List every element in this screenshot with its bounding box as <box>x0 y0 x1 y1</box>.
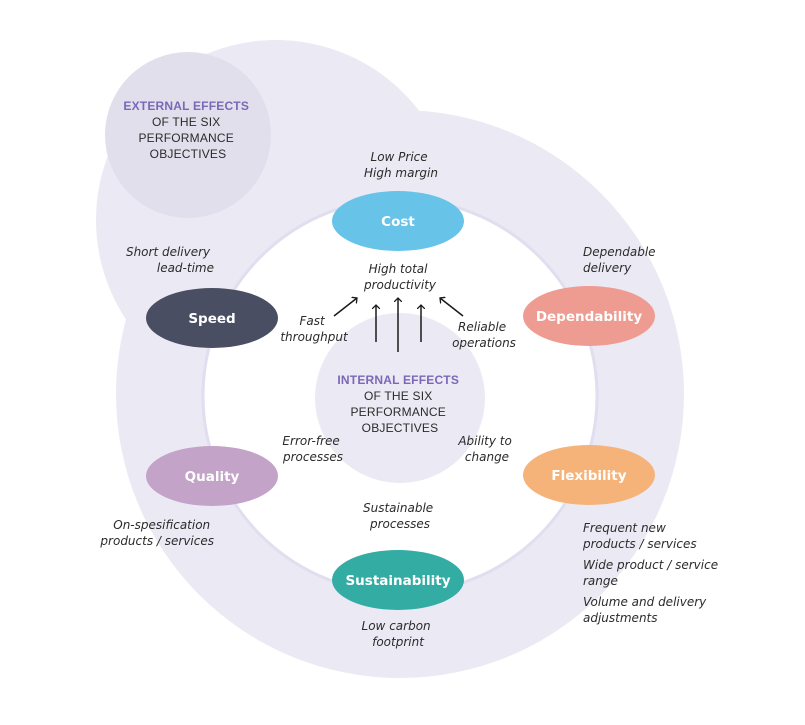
internal-effect-quality-line-2: processes <box>282 450 343 464</box>
objective-dependability: Dependability <box>523 286 655 346</box>
external-effects-circle <box>105 52 271 218</box>
internal-effect-speed: Fast throughput <box>280 314 349 344</box>
internal-effect-flexibility-line-2: change <box>465 450 509 464</box>
external-effect-speed-line-2: lead-time <box>157 261 214 275</box>
external-effect-flexibility-3-line-2: adjustments <box>583 611 658 625</box>
objective-quality: Quality <box>146 446 278 506</box>
internal-effects-circle <box>315 313 485 483</box>
cost-node <box>332 191 464 251</box>
internal-effect-speed-line-2: throughput <box>280 330 349 344</box>
objective-flexibility: Flexibility <box>523 445 655 505</box>
internal-title-line-3: PERFORMANCE <box>350 405 446 419</box>
sustainability-label: Sustainability <box>345 573 450 589</box>
external-effect-cost-line-1: Low Price <box>371 150 428 164</box>
speed-label: Speed <box>188 311 235 327</box>
arrow-diagonal-right <box>440 298 464 317</box>
internal-effect-productivity-line-2: productivity <box>363 278 437 292</box>
external-title-line-2: OF THE SIX <box>152 115 220 129</box>
external-effect-sustainability-line-1: Low carbon <box>362 619 431 633</box>
sustainability-node <box>332 550 464 610</box>
external-effect-dependability-line-2: delivery <box>583 261 632 275</box>
external-effect-speed-line-1: Short delivery <box>126 245 211 259</box>
external-effect-flexibility-2-line-1: Wide product / service <box>583 558 718 572</box>
external-effect-cost: Low Price High margin <box>364 150 438 180</box>
internal-effect-productivity: High total productivity <box>363 262 437 292</box>
external-title-line-3: PERFORMANCE <box>138 131 234 145</box>
internal-effect-flexibility: Ability to change <box>457 434 515 464</box>
external-effect-flexibility-3-line-1: Volume and delivery <box>583 595 707 609</box>
external-effect-flexibility-1-line-1: Frequent new <box>583 521 666 535</box>
external-effect-sustainability-line-2: footprint <box>372 635 425 649</box>
internal-effects-title: INTERNAL EFFECTS OF THE SIX PERFORMANCE … <box>337 373 462 435</box>
external-effect-flexibility-3: Volume and delivery adjustments <box>583 595 710 625</box>
internal-effect-dependability-line-1: Reliable <box>458 320 506 334</box>
external-effect-quality-line-2: products / services <box>99 534 214 548</box>
external-effect-flexibility-2: Wide product / service range <box>583 558 722 588</box>
internal-effect-productivity-line-1: High total <box>369 262 429 276</box>
external-effect-speed: Short delivery lead-time <box>126 245 214 275</box>
internal-effect-flexibility-line-1: Ability to <box>457 434 512 448</box>
internal-effect-sustainability-line-1: Sustainable <box>363 501 433 515</box>
dependability-node <box>523 286 655 346</box>
cost-label: Cost <box>381 214 415 230</box>
objective-speed: Speed <box>146 288 278 348</box>
internal-effect-quality: Error-free processes <box>282 434 344 464</box>
quality-node <box>146 446 278 506</box>
flexibility-label: Flexibility <box>551 468 626 484</box>
external-effect-sustainability: Low carbon footprint <box>362 619 435 649</box>
internal-effect-sustainability-line-2: processes <box>369 517 430 531</box>
external-effects-title: EXTERNAL EFFECTS OF THE SIX PERFORMANCE … <box>123 99 252 161</box>
objective-sustainability: Sustainability <box>332 550 464 610</box>
internal-title-line-4: OBJECTIVES <box>362 421 439 435</box>
internal-effect-dependability-line-2: operations <box>452 336 516 350</box>
dependability-label: Dependability <box>536 309 643 325</box>
external-effect-flexibility-1-line-2: products / services <box>582 537 697 551</box>
internal-effect-quality-line-1: Error-free <box>282 434 339 448</box>
external-title-line-1: EXTERNAL EFFECTS <box>123 99 249 113</box>
productivity-arrows <box>333 298 464 352</box>
background-regions <box>96 40 684 678</box>
arrow-diagonal-left <box>333 298 357 317</box>
external-effect-cost-line-2: High margin <box>364 166 438 180</box>
flexibility-node <box>523 445 655 505</box>
internal-effect-dependability: Reliable operations <box>452 320 516 350</box>
quality-label: Quality <box>185 469 240 485</box>
objective-cost: Cost <box>332 191 464 251</box>
external-effect-quality-line-1: On-spesification <box>113 518 210 532</box>
internal-title-line-1: INTERNAL EFFECTS <box>337 373 459 387</box>
internal-title-line-2: OF THE SIX <box>364 389 432 403</box>
internal-effect-sustainability: Sustainable processes <box>363 501 437 531</box>
external-title-line-4: OBJECTIVES <box>150 147 227 161</box>
external-effect-dependability-line-1: Dependable <box>583 245 656 259</box>
external-effect-flexibility-1: Frequent new products / services <box>582 521 697 551</box>
external-effect-dependability: Dependable delivery <box>583 245 659 275</box>
external-effect-flexibility-2-line-2: range <box>583 574 618 588</box>
internal-effect-speed-line-1: Fast <box>299 314 326 328</box>
speed-node <box>146 288 278 348</box>
external-effect-quality: On-spesification products / services <box>99 518 214 548</box>
